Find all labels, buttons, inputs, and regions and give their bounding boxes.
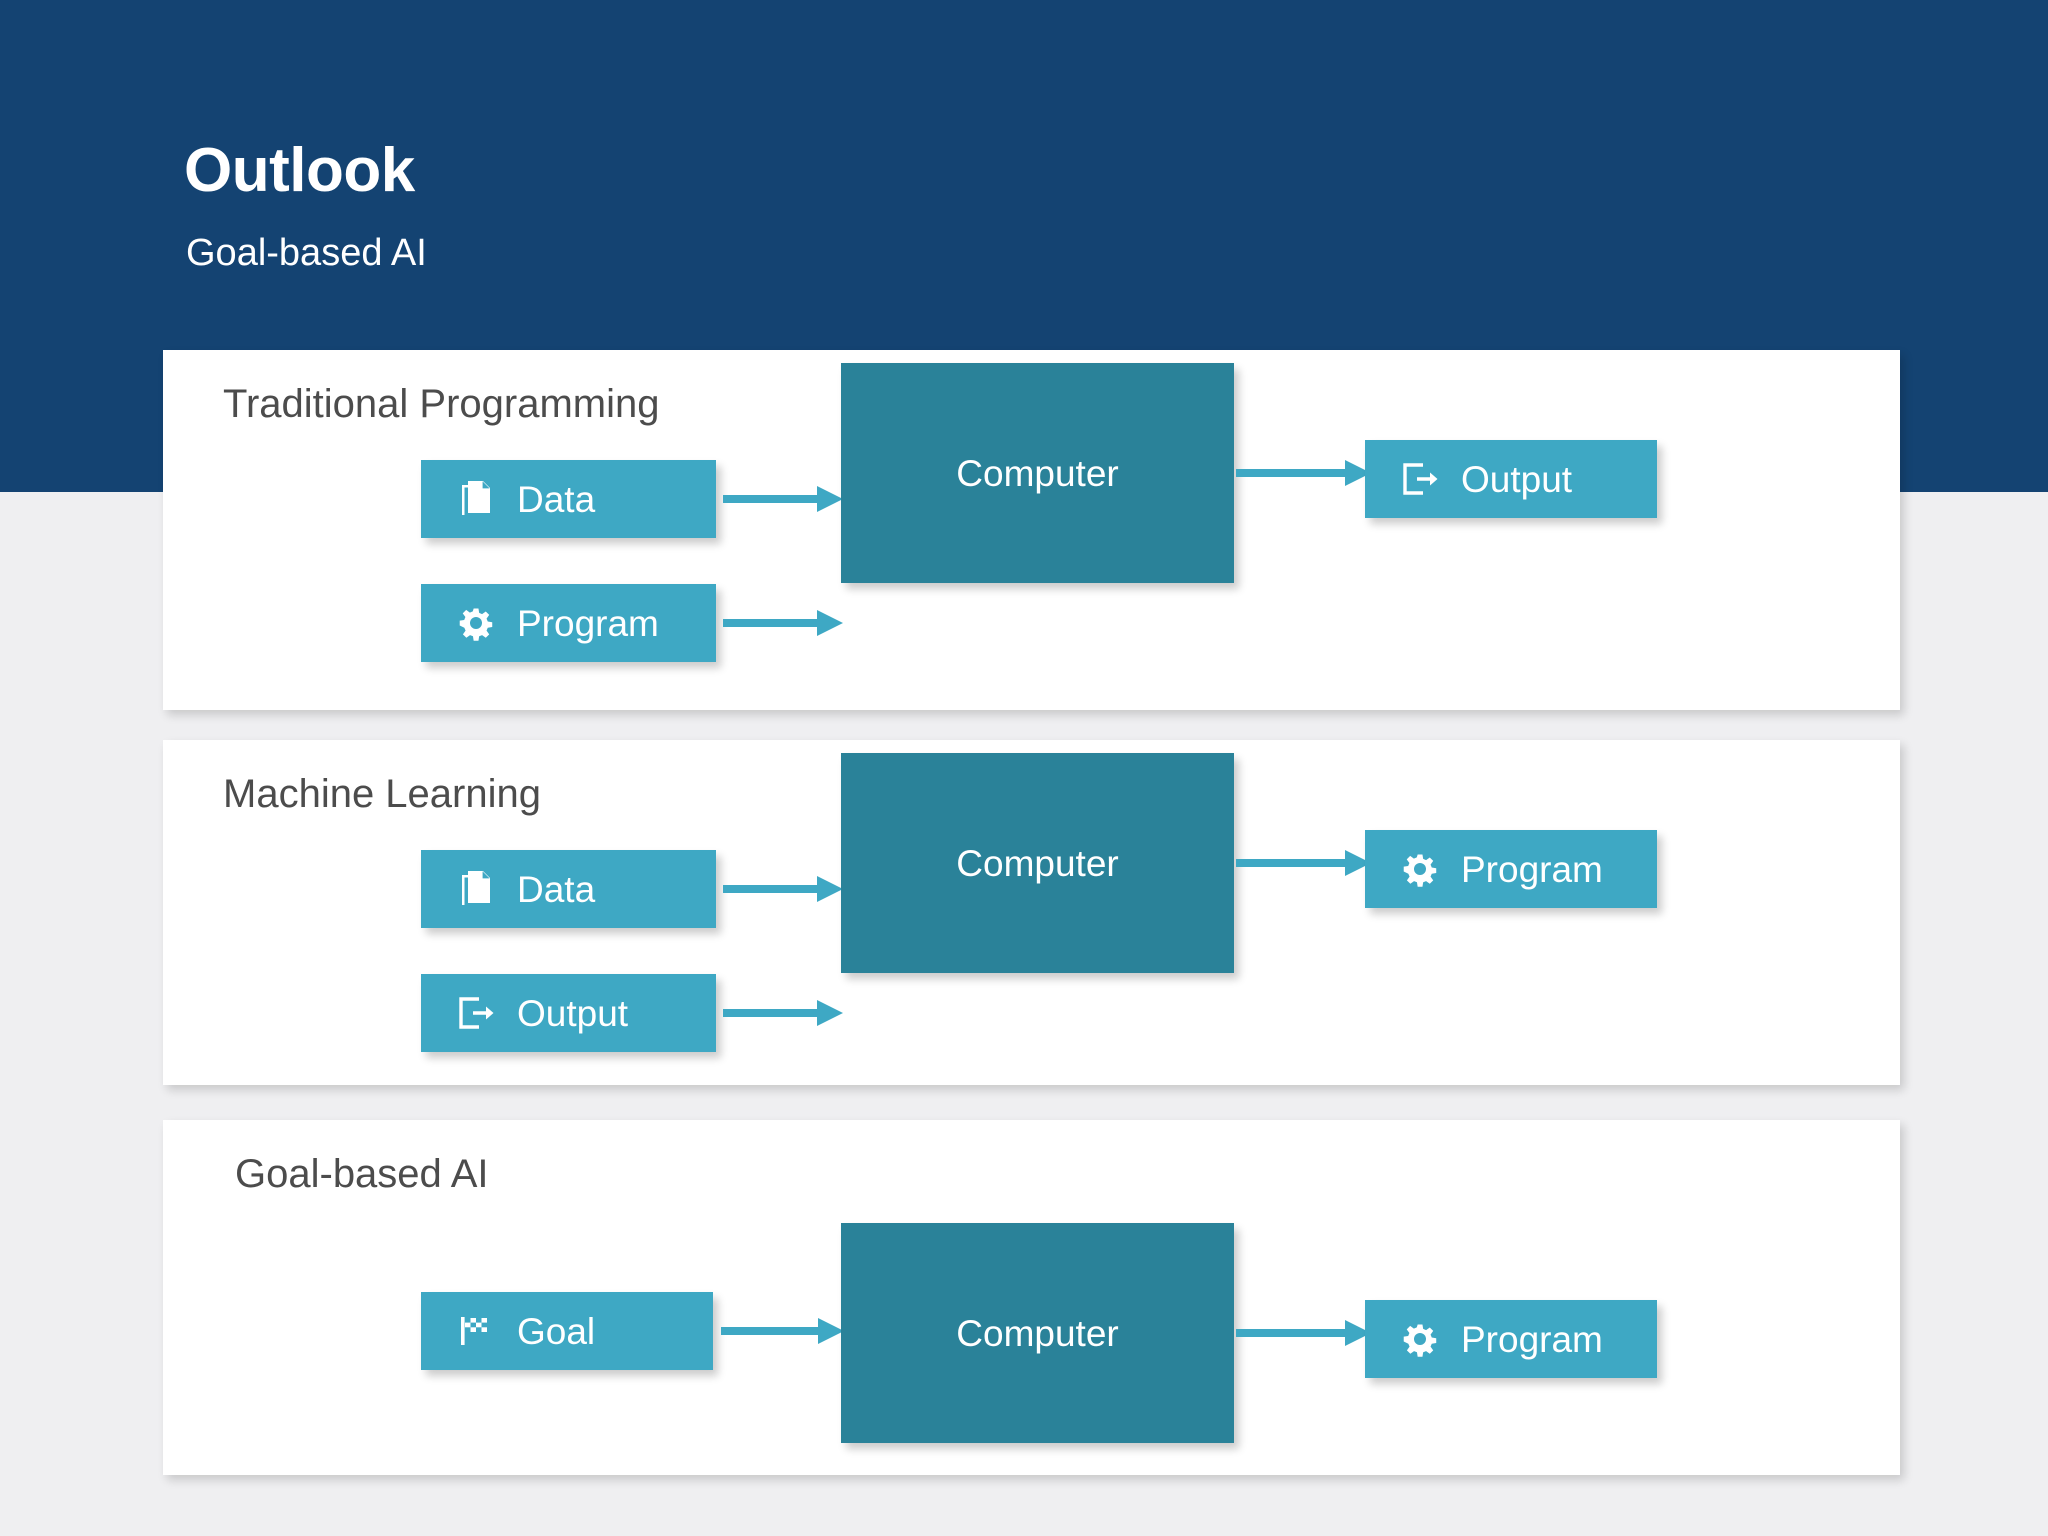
- node-data[interactable]: Data: [421, 460, 716, 538]
- arrow-program-to-computer: [723, 610, 843, 636]
- node-label: Computer: [956, 1312, 1119, 1354]
- panel-title: Machine Learning: [223, 772, 541, 816]
- arrow-output-to-computer: [723, 1000, 843, 1026]
- node-goal[interactable]: Goal: [421, 1292, 713, 1370]
- node-output[interactable]: Output: [1365, 440, 1657, 518]
- page-subtitle: Goal-based AI: [186, 232, 427, 274]
- checkered-flag-icon: [455, 1310, 497, 1352]
- node-label: Program: [517, 602, 659, 644]
- node-label: Computer: [956, 842, 1119, 884]
- node-computer[interactable]: Computer: [841, 363, 1234, 583]
- arrow-goal-to-computer: [721, 1318, 846, 1344]
- export-icon: [455, 992, 497, 1034]
- gear-icon: [1399, 848, 1441, 890]
- node-data[interactable]: Data: [421, 850, 716, 928]
- arrow-computer-to-output: [1236, 460, 1371, 486]
- node-computer[interactable]: Computer: [841, 1223, 1234, 1443]
- node-label: Program: [1461, 1318, 1603, 1360]
- arrow-computer-to-program: [1236, 850, 1371, 876]
- node-label: Data: [517, 478, 596, 520]
- gear-icon: [455, 602, 497, 644]
- node-output[interactable]: Output: [421, 974, 716, 1052]
- node-computer[interactable]: Computer: [841, 753, 1234, 973]
- arrow-data-to-computer: [723, 876, 843, 902]
- node-program[interactable]: Program: [1365, 830, 1657, 908]
- node-program[interactable]: Program: [1365, 1300, 1657, 1378]
- panel-traditional-programming: Traditional Programming Data Program: [163, 350, 1900, 710]
- node-label: Computer: [956, 452, 1119, 494]
- panel-title: Goal-based AI: [235, 1152, 489, 1196]
- page-title: Outlook: [184, 136, 415, 205]
- node-label: Program: [1461, 848, 1603, 890]
- arrow-data-to-computer: [723, 486, 843, 512]
- arrow-computer-to-program: [1236, 1320, 1371, 1346]
- panel-machine-learning: Machine Learning Data Output: [163, 740, 1900, 1085]
- node-label: Goal: [517, 1310, 596, 1352]
- node-label: Output: [1461, 458, 1573, 500]
- node-label: Data: [517, 868, 596, 910]
- node-label: Output: [517, 992, 629, 1034]
- file-copy-icon: [455, 478, 497, 520]
- node-program[interactable]: Program: [421, 584, 716, 662]
- gear-icon: [1399, 1318, 1441, 1360]
- panel-title: Traditional Programming: [223, 382, 660, 426]
- file-copy-icon: [455, 868, 497, 910]
- export-icon: [1399, 458, 1441, 500]
- panel-goal-based-ai: Goal-based AI Goal Computer: [163, 1120, 1900, 1475]
